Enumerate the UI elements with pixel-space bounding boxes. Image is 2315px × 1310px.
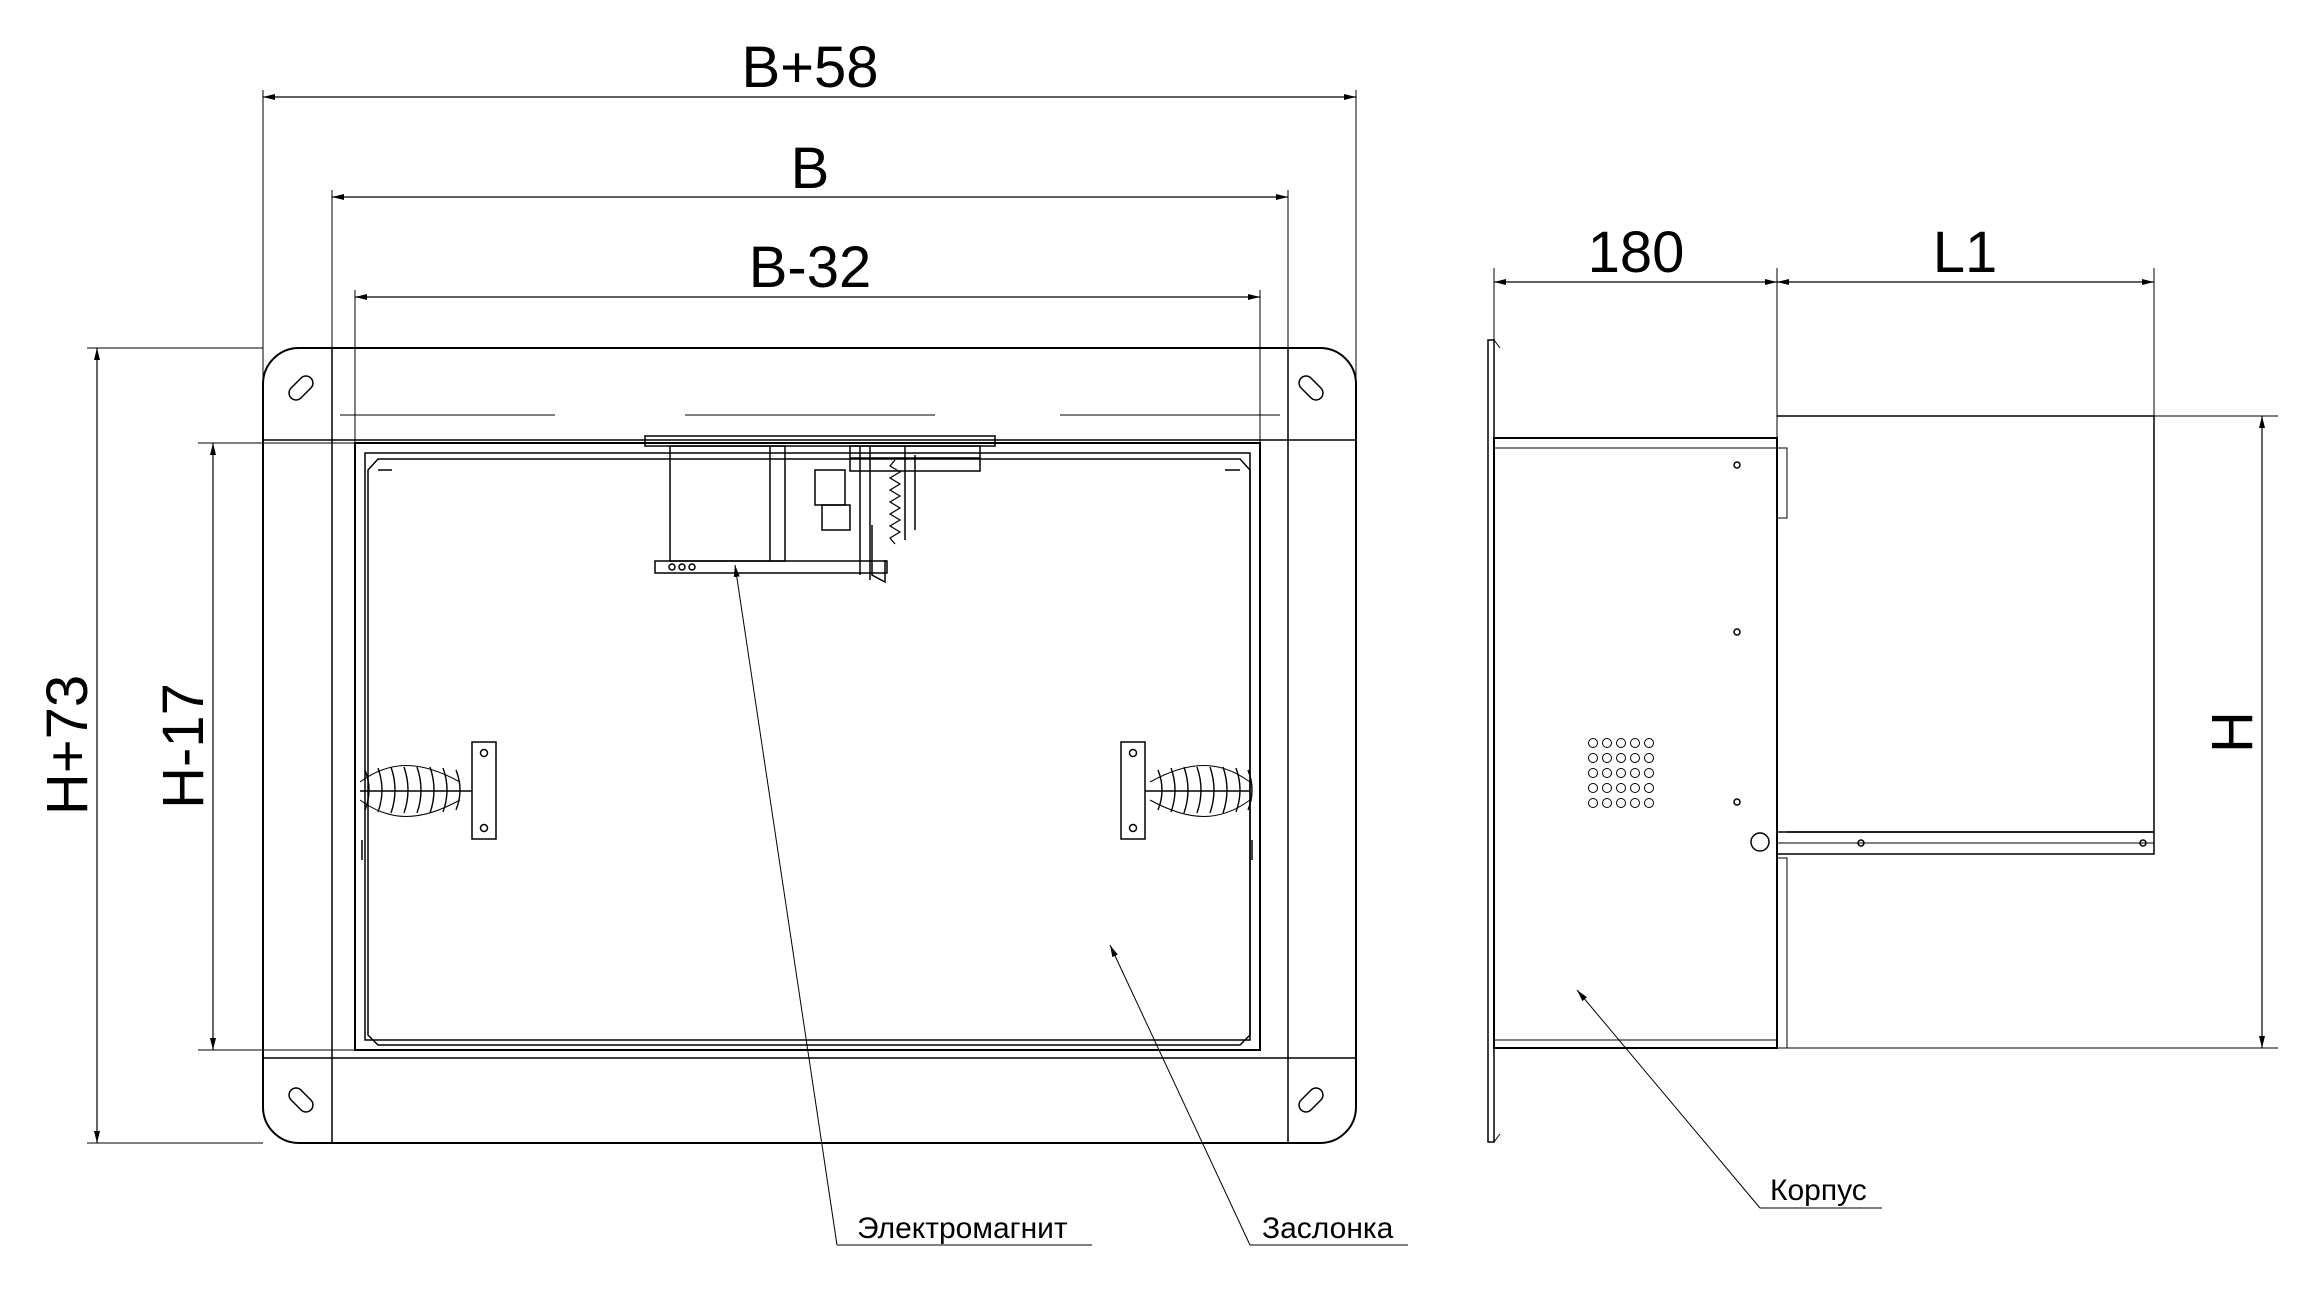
damper-blade — [367, 458, 1251, 1046]
label-damper: Заслонка — [1262, 1212, 1394, 1245]
leader-electromagnet — [733, 564, 838, 1246]
dim-label-b-minus-32: B-32 — [749, 235, 872, 300]
dim-label-h-minus-17: H-17 — [151, 683, 216, 809]
spring-left — [359, 741, 497, 860]
dim-label-l1: L1 — [1933, 220, 1998, 285]
side-housing — [1493, 437, 1778, 1049]
dim-label-b-plus-58: B+58 — [741, 35, 878, 100]
housing-knob — [1750, 832, 1770, 852]
side-damper-open — [1777, 415, 2155, 833]
dim-label-180: 180 — [1588, 220, 1685, 285]
front-view — [87, 90, 1357, 1144]
leader-housing — [1576, 989, 1761, 1209]
leader-lines — [733, 564, 1882, 1246]
mounting-slot-bl — [288, 1087, 314, 1113]
perforation-grid — [1588, 738, 1654, 808]
label-electromagnet: Электромагнит — [857, 1212, 1068, 1245]
dim-label-b: B — [791, 136, 830, 201]
flange-plate — [262, 347, 1357, 1144]
electromagnet-assembly — [644, 435, 996, 584]
mounting-slot-br — [1298, 1087, 1324, 1113]
label-housing: Корпус — [1770, 1174, 1867, 1207]
trigger-spring — [888, 459, 902, 545]
mounting-slot-tr — [1298, 375, 1324, 401]
dim-label-h: H — [2200, 711, 2265, 753]
spring-right — [1120, 741, 1253, 860]
side-extension-lines — [1493, 268, 2278, 1049]
inner-frame-outer — [354, 442, 1261, 1051]
front-extension-lines — [87, 90, 1357, 1144]
leader-damper — [1109, 944, 1251, 1246]
side-view — [1487, 268, 2278, 1143]
mounting-slot-tl — [288, 375, 314, 401]
dim-label-h-plus-73: H+73 — [35, 675, 100, 815]
inner-frame-inner — [364, 452, 1251, 1041]
